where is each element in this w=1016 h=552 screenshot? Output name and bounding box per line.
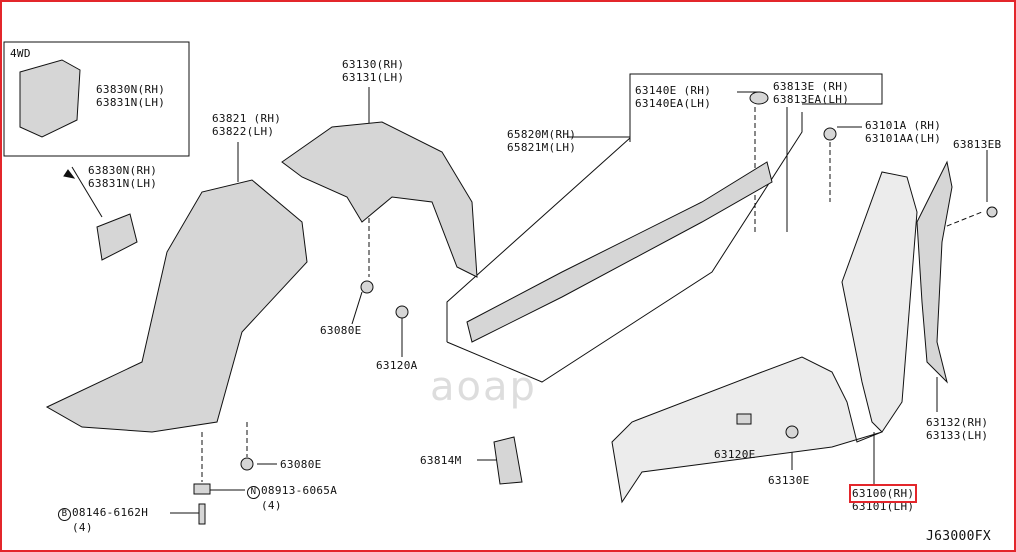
label-filler-63814m: 63814M	[420, 454, 462, 467]
clip-63130e	[785, 425, 799, 439]
label-rail: 65820M(RH)65821M(LH)	[507, 128, 577, 154]
label-seal-eb: 63813EB	[953, 138, 1002, 151]
label-undercover: 63830N(RH)63831N(LH)	[88, 164, 158, 190]
label-seal-63813: 63813E (RH)63813EA(LH)	[773, 80, 850, 106]
clip-63080e-bottom	[240, 457, 254, 471]
label-screw-63120a: 63120A	[376, 359, 418, 372]
front-fender-liner	[281, 121, 478, 278]
label-rear-liner: 63821 (RH)63822(LH)	[212, 112, 282, 138]
undercover-small	[96, 213, 138, 261]
bolt-63101a	[823, 127, 837, 141]
label-front-liner: 63130(RH)63131(LH)	[342, 58, 405, 84]
clip-63140e	[749, 91, 769, 105]
rail-assembly	[466, 161, 773, 343]
rail-box	[446, 137, 631, 342]
label-fender: 63100(RH)63101(LH)	[848, 484, 918, 513]
label-clip-63130e: 63130E	[768, 474, 810, 487]
label-clip-63080e-bottom: 63080E	[280, 458, 322, 471]
diagram-code: J63000FX	[926, 529, 992, 544]
clip-63080e-top	[360, 280, 374, 294]
inset-label-4wd: 4WD	[10, 47, 31, 60]
fender-protector	[916, 160, 953, 384]
label-protector: 63132(RH)63133(LH)	[926, 416, 989, 442]
nut-badge: N	[247, 486, 260, 499]
front-fender	[611, 171, 918, 504]
inset-box	[3, 41, 190, 157]
clip-63120e	[736, 413, 752, 425]
label-inset-part: 63830N(RH)63831N(LH)	[96, 83, 166, 109]
rear-fender-liner	[45, 179, 308, 433]
filler-piece	[493, 436, 523, 485]
label-clip-63120e: 63120E	[714, 448, 756, 461]
nut-part	[193, 483, 211, 495]
bolt-part	[198, 503, 206, 525]
inset-undercover	[19, 59, 81, 138]
bolt-badge: B	[58, 508, 71, 521]
label-clip-63140: 63140E (RH)63140EA(LH)	[635, 84, 712, 110]
highlighted-part-number: 63100(RH)	[848, 484, 918, 503]
label-bolt-63101: 63101A (RH)63101AA(LH)	[865, 119, 942, 145]
watermark: aoap	[430, 364, 537, 410]
label-clip-63080e-top: 63080E	[320, 324, 362, 337]
clip-63813eb	[986, 206, 998, 218]
screw-63120a	[395, 305, 409, 319]
